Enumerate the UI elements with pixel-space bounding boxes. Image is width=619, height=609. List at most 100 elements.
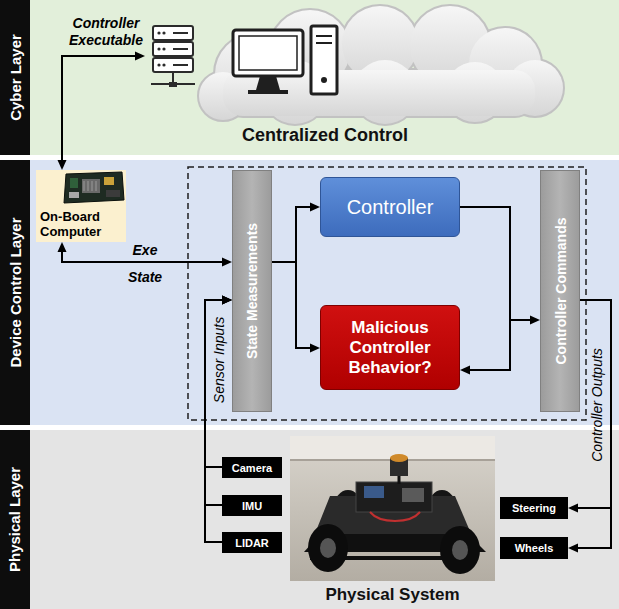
signal-label: State <box>128 269 162 285</box>
illustration-part <box>311 26 337 94</box>
arrow-head <box>222 296 232 305</box>
layer-band: Device Control LayerOn-Board ComputerSta… <box>0 160 619 425</box>
arrow-head <box>222 296 232 305</box>
sensor-box: Camera <box>222 457 282 478</box>
illustration-part <box>88 181 89 191</box>
threat-box: Malicious Controller Behavior? <box>320 305 460 390</box>
illustration-part <box>173 64 188 66</box>
connector <box>272 262 320 353</box>
arrow-head <box>58 242 67 252</box>
process-box: Controller <box>320 177 460 237</box>
illustration-part <box>151 26 195 84</box>
illustration-part <box>256 76 280 90</box>
controller-label: Controller <box>347 196 434 219</box>
layer-label: Physical Layer <box>7 467 24 572</box>
arrow-head <box>460 366 470 375</box>
connector-line <box>272 207 314 262</box>
stage-bar: State Measurements <box>232 170 272 412</box>
illustration-part <box>162 63 165 66</box>
dashed-boundary <box>188 167 586 420</box>
illustration-part <box>452 540 468 560</box>
flow-annotation: Sensor Inputs <box>211 317 227 403</box>
arrow-head <box>222 258 232 267</box>
connector <box>58 242 233 267</box>
io-label: IMU <box>242 500 262 512</box>
computer-node: On-Board Computer <box>36 170 126 242</box>
layer-label-bar: Physical Layer <box>0 430 30 609</box>
connector <box>205 296 232 506</box>
illustration-part <box>199 6 563 124</box>
illustration-part <box>402 488 424 502</box>
illustration-part <box>316 35 332 37</box>
illustration-part <box>157 63 160 66</box>
io-label: Camera <box>232 462 272 474</box>
connector-line <box>272 262 314 348</box>
connector <box>460 207 540 325</box>
cloud-caption: Centralized Control <box>242 125 408 145</box>
connector-line <box>460 207 510 370</box>
connector-line <box>62 56 139 164</box>
io-label: Steering <box>512 502 556 514</box>
arrow-head <box>58 160 67 170</box>
illustration-part <box>162 31 165 34</box>
vehicle-photo <box>290 436 495 581</box>
label-holder: Sensor Inputs <box>209 295 229 425</box>
illustration-part <box>104 177 114 185</box>
connector-line <box>574 300 611 508</box>
connector <box>205 296 232 468</box>
illustration-part <box>233 30 303 76</box>
edge-label-holder: Exe <box>125 241 165 259</box>
illustration-part <box>199 6 563 124</box>
stage-bar: Controller Commands <box>540 170 580 412</box>
connector <box>272 203 320 263</box>
arrow-head <box>135 52 145 61</box>
io-label: Wheels <box>515 542 554 554</box>
illustration-part <box>390 454 408 462</box>
connector <box>460 207 510 375</box>
connector-line <box>460 207 534 320</box>
illustration-part <box>153 26 193 40</box>
illustration-part <box>157 31 160 34</box>
edge-label-holder: Controller Executable <box>64 12 148 52</box>
illustration-part <box>153 58 193 72</box>
edge-label: Controller Executable <box>64 15 148 49</box>
label-holder: State <box>115 268 175 286</box>
cloud-node: Centralized Control <box>145 0 505 150</box>
cloud-caption-holder: Centralized Control <box>145 125 505 146</box>
arrow-head <box>310 344 320 353</box>
illustration-part <box>364 486 384 498</box>
illustration-part <box>169 82 177 87</box>
photo-caption-holder: Physical System <box>290 585 495 605</box>
illustration-part <box>356 482 432 512</box>
layer-label-bar: Cyber Layer <box>0 0 30 155</box>
illustration-part <box>398 476 401 484</box>
illustration-part <box>321 77 327 83</box>
layer-band: Physical Layer CameraIMU LIDAR Physical Sys… <box>0 430 619 609</box>
malicious-label: Malicious Controller Behavior? <box>331 318 449 378</box>
vertical-stage-label: State Measurements <box>244 223 260 359</box>
connector-line <box>574 300 611 548</box>
illustration-part <box>248 90 288 94</box>
illustration-part <box>82 179 100 193</box>
illustration-part <box>239 36 297 70</box>
illustration-part <box>106 190 120 197</box>
illustration-part <box>162 47 165 50</box>
layer-label-bar: Device Control Layer <box>0 160 30 425</box>
illustration-part <box>70 178 78 188</box>
connector <box>568 300 611 553</box>
illustration-part <box>173 48 188 50</box>
sensor-box: LIDAR <box>222 532 282 553</box>
illustration-part <box>223 70 535 116</box>
sensor-box: IMU <box>222 495 282 516</box>
connector <box>568 300 611 513</box>
io-label: LIDAR <box>235 537 269 549</box>
vertical-stage-label: Controller Commands <box>552 217 568 364</box>
illustration-part <box>96 181 97 191</box>
actuator-box: Steering <box>500 497 568 519</box>
arrow-head <box>310 203 320 212</box>
illustration-part <box>370 512 420 521</box>
illustration-part <box>173 32 188 34</box>
edge-label: Exe <box>133 242 158 259</box>
illustration-part <box>157 47 160 50</box>
